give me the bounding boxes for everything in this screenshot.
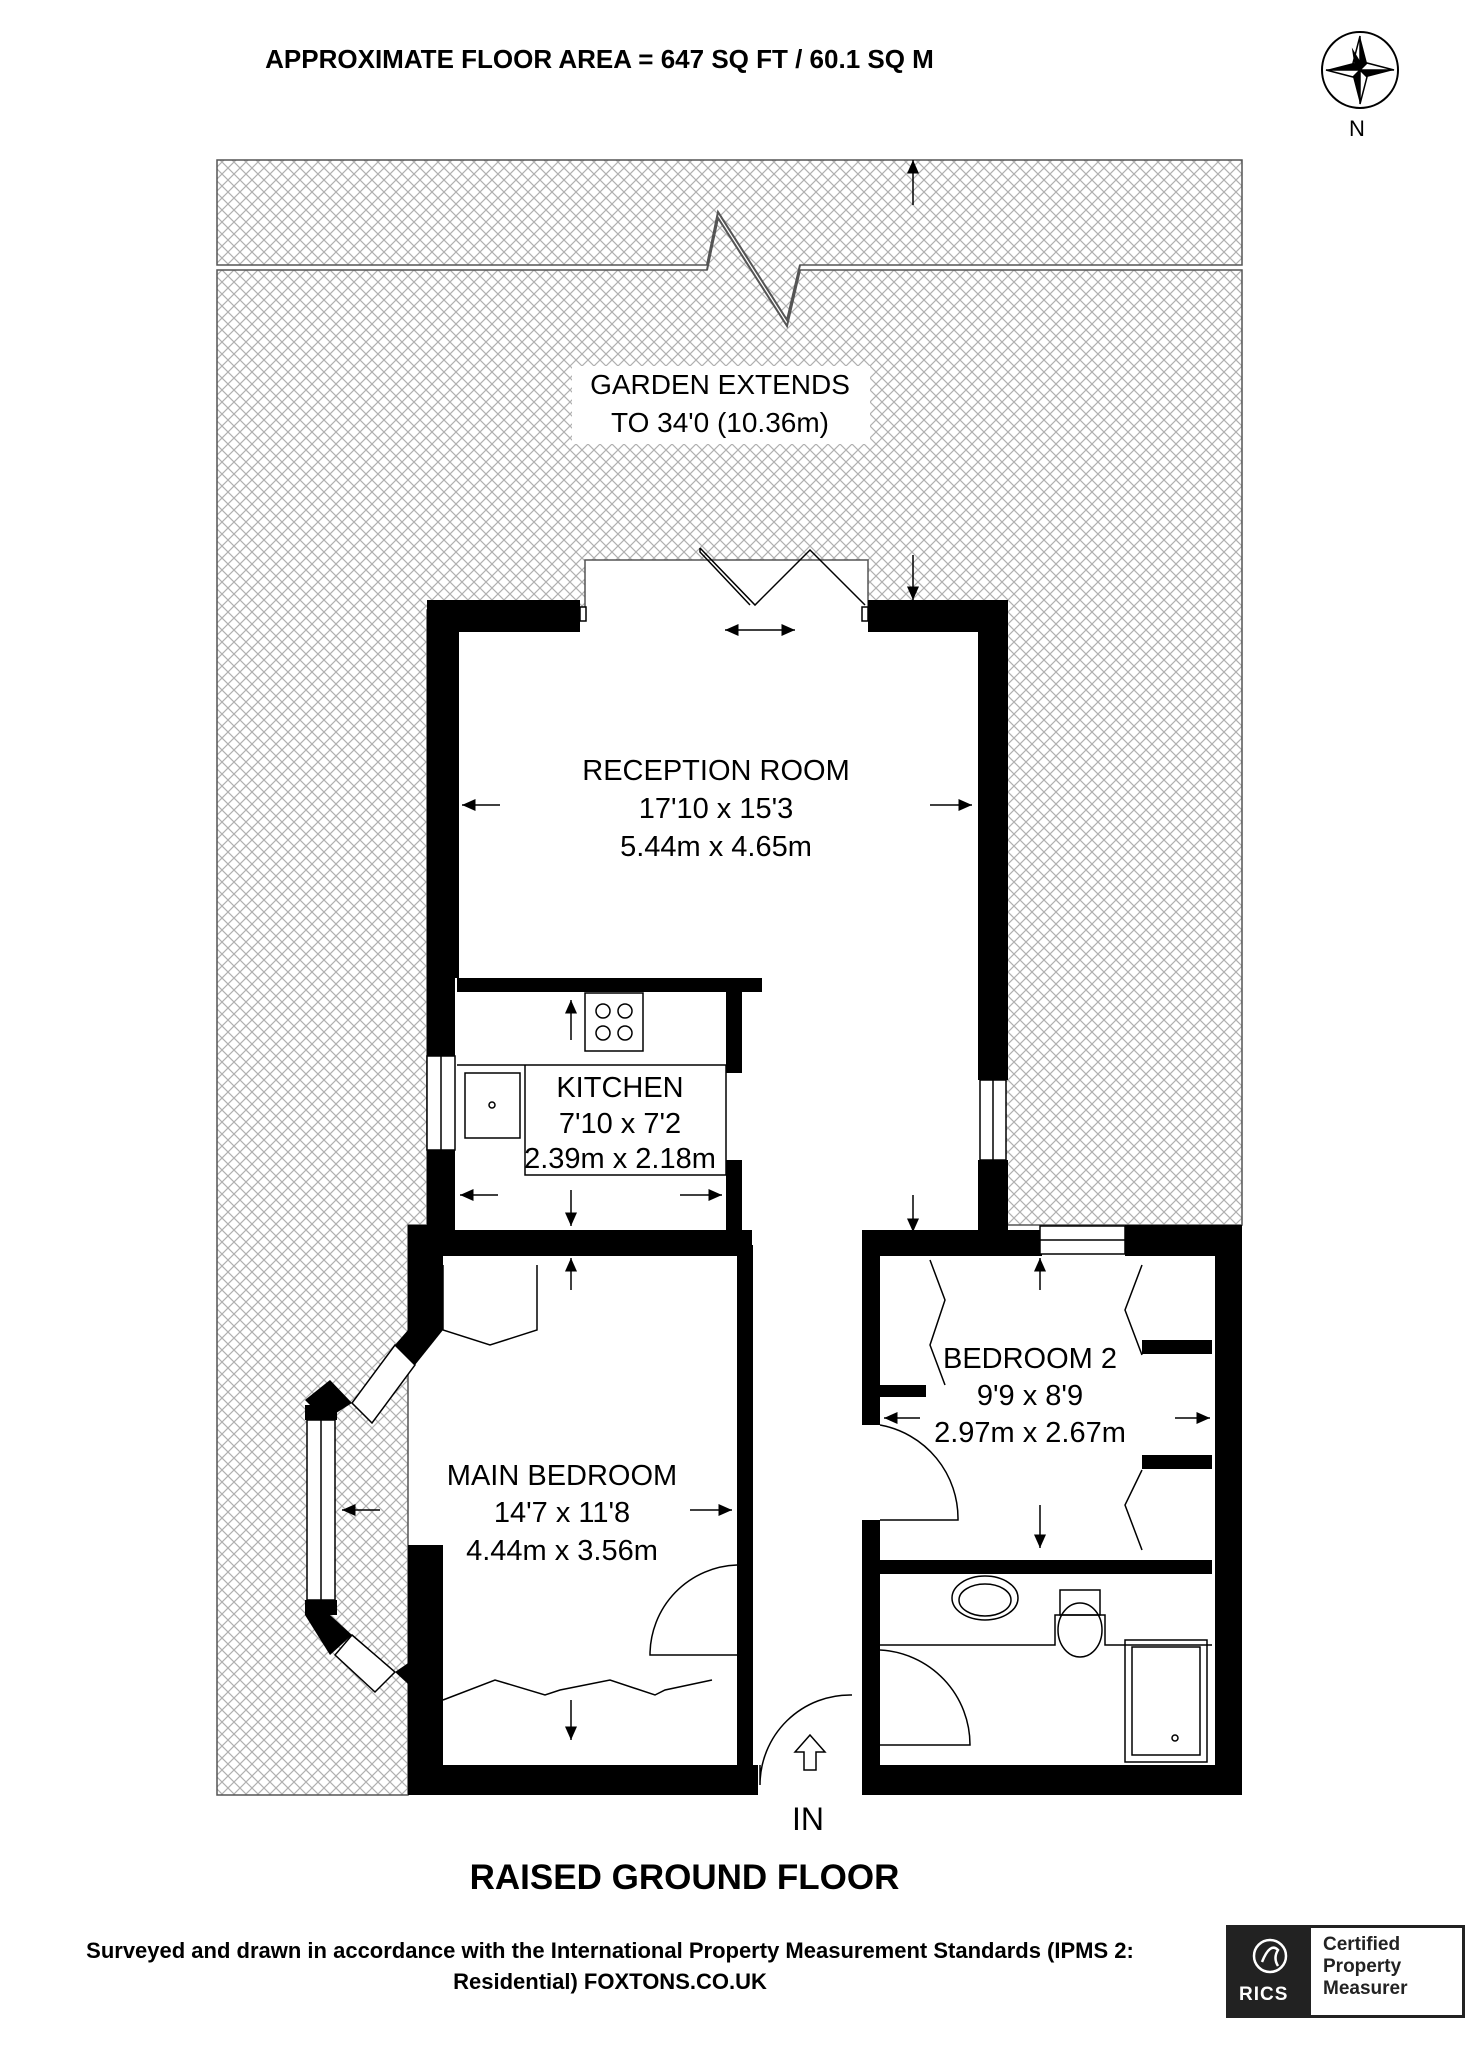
rics-line-1: Certified [1323,1934,1401,1955]
floor-area-title: APPROXIMATE FLOOR AREA = 647 SQ FT / 60.… [265,44,934,74]
rics-line-2: Property [1323,1956,1402,1977]
survey-footer: Surveyed and drawn in accordance with th… [0,1935,1220,1997]
reception-metric: 5.44m x 4.65m [620,831,812,863]
rics-logo-panel: RICS [1229,1928,1311,2015]
kitchen-counter [457,1064,727,1176]
rics-certified-badge: RICS Certified Property Measurer [1226,1925,1465,2018]
rics-crest-icon [1252,1938,1288,1974]
garden-label-line2: TO 34'0 (10.36m) [611,407,829,438]
bedroom2-metric: 2.97m x 2.67m [934,1417,1126,1449]
main-bedroom-metric: 4.44m x 3.56m [466,1535,658,1567]
floor-title: RAISED GROUND FLOOR [469,1858,900,1897]
compass-icon [1321,31,1399,109]
compass-north-label: N [1349,116,1365,141]
rics-wordmark: RICS [1239,1984,1289,2005]
reception-name: RECEPTION ROOM [582,755,849,787]
footer-line-1: Surveyed and drawn in accordance with th… [86,1938,1134,1963]
windows [306,1055,1126,1694]
main-bedroom-imperial: 14'7 x 11'8 [494,1497,630,1529]
main-bedroom-name: MAIN BEDROOM [447,1460,677,1492]
doors [442,1259,1143,1786]
rics-badge-text: Certified Property Measurer [1323,1934,1408,2000]
garden-label-line1: GARDEN EXTENDS [590,369,850,400]
footer-line-2: Residential) FOXTONS.CO.UK [453,1969,767,1994]
kitchen-imperial: 7'10 x 7'2 [559,1108,681,1140]
kitchen-metric: 2.39m x 2.18m [524,1143,716,1175]
rics-line-3: Measurer [1323,1978,1408,1999]
entrance-arrow-icon [793,1733,827,1771]
dimension-arrows [342,799,1210,1740]
bedroom2-imperial: 9'9 x 8'9 [977,1380,1083,1412]
reception-imperial: 17'10 x 15'3 [639,793,794,825]
hob-icon [584,992,644,1052]
walls [305,600,1242,1795]
garden-label-bg [572,366,870,444]
kitchen-name: KITCHEN [556,1072,683,1104]
entrance-label: IN [792,1801,824,1837]
bathroom-fittings [878,1575,1212,1763]
bedroom2-name: BEDROOM 2 [943,1343,1117,1375]
